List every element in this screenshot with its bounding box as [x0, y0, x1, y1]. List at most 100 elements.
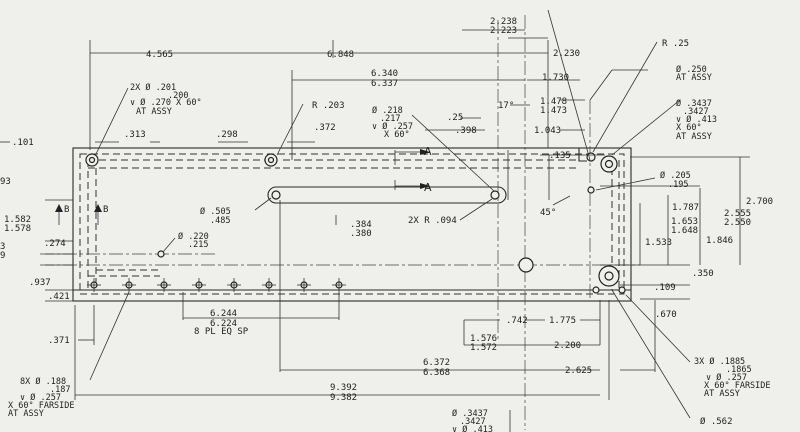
d218-b: .217 — [380, 114, 400, 124]
d3437-b: .3427 — [683, 107, 709, 117]
d220: Ø .220 — [178, 231, 209, 242]
dim-135: .135 — [549, 151, 571, 161]
d3437-a: Ø .3437 — [676, 98, 712, 109]
d505: Ø .505 — [200, 206, 231, 217]
dim-6368: 6.368 — [423, 368, 450, 378]
dim-1578: 1.578 — [4, 224, 31, 234]
dim-6224: 6.224 — [210, 319, 237, 329]
dim-421: .421 — [48, 292, 70, 302]
dim-6337: 6.337 — [371, 79, 398, 89]
b3437-b: .3427 — [460, 417, 486, 427]
dim-4565: 4.565 — [146, 50, 173, 60]
h188-e: AT ASSY — [8, 409, 44, 419]
dim-562: Ø .562 — [700, 416, 733, 427]
centerlines — [40, 15, 640, 430]
dim-2200: 2.200 — [554, 341, 581, 351]
d218-c: ∨ Ø .257 — [372, 121, 413, 132]
dim-1787: 1.787 — [672, 203, 699, 213]
h188-c: ∨ Ø .257 — [20, 392, 61, 403]
dim-670: .670 — [655, 310, 677, 320]
dim-9392: 9.392 — [330, 383, 357, 393]
dim-1043: 1.043 — [534, 126, 561, 136]
dim-r25: R .25 — [662, 39, 689, 49]
d250-a: Ø .250 — [676, 64, 707, 75]
dim-r094: 2X R .094 — [408, 216, 457, 226]
d205: Ø .205 — [660, 170, 691, 181]
dim-6372: 6.372 — [423, 358, 450, 368]
section-a-lower: A — [424, 181, 432, 194]
edge-9: 9 — [0, 251, 5, 261]
d215: .215 — [188, 240, 208, 250]
slot — [267, 186, 507, 204]
dim-1572: 1.572 — [470, 343, 497, 353]
h188-a: 8X Ø .188 — [20, 376, 66, 387]
dim-8pl: 8 PL EQ SP — [194, 327, 249, 337]
dim-2625: 2.625 — [565, 366, 592, 376]
dim-25: .25 — [447, 113, 463, 123]
d195: .195 — [668, 180, 688, 190]
section-a-upper: A — [424, 145, 432, 158]
h188-b: .187 — [50, 385, 70, 395]
dim-372: .372 — [314, 123, 336, 133]
dim-6848: 6.848 — [327, 50, 354, 60]
h1885-e: AT ASSY — [704, 389, 740, 399]
dim-101: .101 — [12, 138, 34, 148]
dim-1473: 1.473 — [540, 106, 567, 116]
dim-r203: R .203 — [312, 101, 345, 111]
hidden-lines — [79, 153, 625, 295]
dim-9382: 9.382 — [330, 393, 357, 403]
edge-93: 93 — [0, 177, 11, 187]
dim-742: .742 — [506, 316, 528, 326]
dim-298: .298 — [216, 130, 238, 140]
hole201-a: 2X Ø .201 — [130, 82, 176, 93]
hole201-b: .200 — [168, 91, 188, 101]
dim-1533: 1.533 — [645, 238, 672, 248]
d3437-c: ∨ Ø .413 — [676, 114, 717, 125]
dim-384: .384 — [350, 220, 372, 230]
dim-1653: 1.653 — [671, 217, 698, 227]
dim-313: .313 — [124, 130, 146, 140]
dim-1648: 1.648 — [671, 226, 698, 236]
dim-1775: 1.775 — [549, 316, 576, 326]
dim-1846: 1.846 — [706, 236, 733, 246]
dim-2700: 2.700 — [746, 197, 773, 207]
dim-371: .371 — [48, 336, 70, 346]
d3437-d: X 60° — [676, 123, 702, 133]
b3437-c: ∨ Ø .413 — [452, 424, 493, 432]
dim-1730: 1.730 — [542, 73, 569, 83]
d250-b: AT ASSY — [676, 73, 712, 83]
dim-2550: 2.550 — [724, 218, 751, 228]
dimension-labels: 4.565 6.848 2.238 2.223 2.230 R .25 6.34… — [0, 17, 773, 432]
h1885-d: X 60° FARSIDE — [704, 381, 771, 391]
holes — [85, 152, 626, 294]
d485: .485 — [210, 216, 230, 226]
dim-1582: 1.582 — [4, 215, 31, 225]
dim-45: 45° — [540, 208, 556, 218]
d218-d: X 60° — [384, 130, 410, 140]
dim-937: .937 — [29, 278, 51, 288]
h188-d: X 60° FARSIDE — [8, 401, 75, 411]
dim-2230: 2.230 — [553, 49, 580, 59]
dim-6244: 6.244 — [210, 309, 237, 319]
dim-17: 17° — [498, 101, 514, 111]
dim-2238: 2.238 — [490, 17, 517, 27]
hole201-d: AT ASSY — [136, 107, 172, 117]
d3437-e: AT ASSY — [676, 132, 712, 142]
part-outline — [72, 147, 632, 302]
leader-lines — [0, 41, 691, 432]
edge-3: 3 — [0, 242, 5, 252]
dim-2555: 2.555 — [724, 209, 751, 219]
dim-6340: 6.340 — [371, 69, 398, 79]
dim-2223: 2.223 — [490, 26, 517, 36]
b3437-a: Ø .3437 — [452, 408, 488, 419]
h1885-a: 3X Ø .1885 — [694, 356, 745, 367]
section-b-right: B — [103, 205, 108, 215]
dim-350: .350 — [692, 269, 714, 279]
dim-398: .398 — [455, 126, 477, 136]
dim-1576: 1.576 — [470, 334, 497, 344]
h1885-c: ∨ Ø .257 — [706, 372, 747, 383]
section-b-left: B — [64, 205, 69, 215]
dim-380: .380 — [350, 229, 372, 239]
